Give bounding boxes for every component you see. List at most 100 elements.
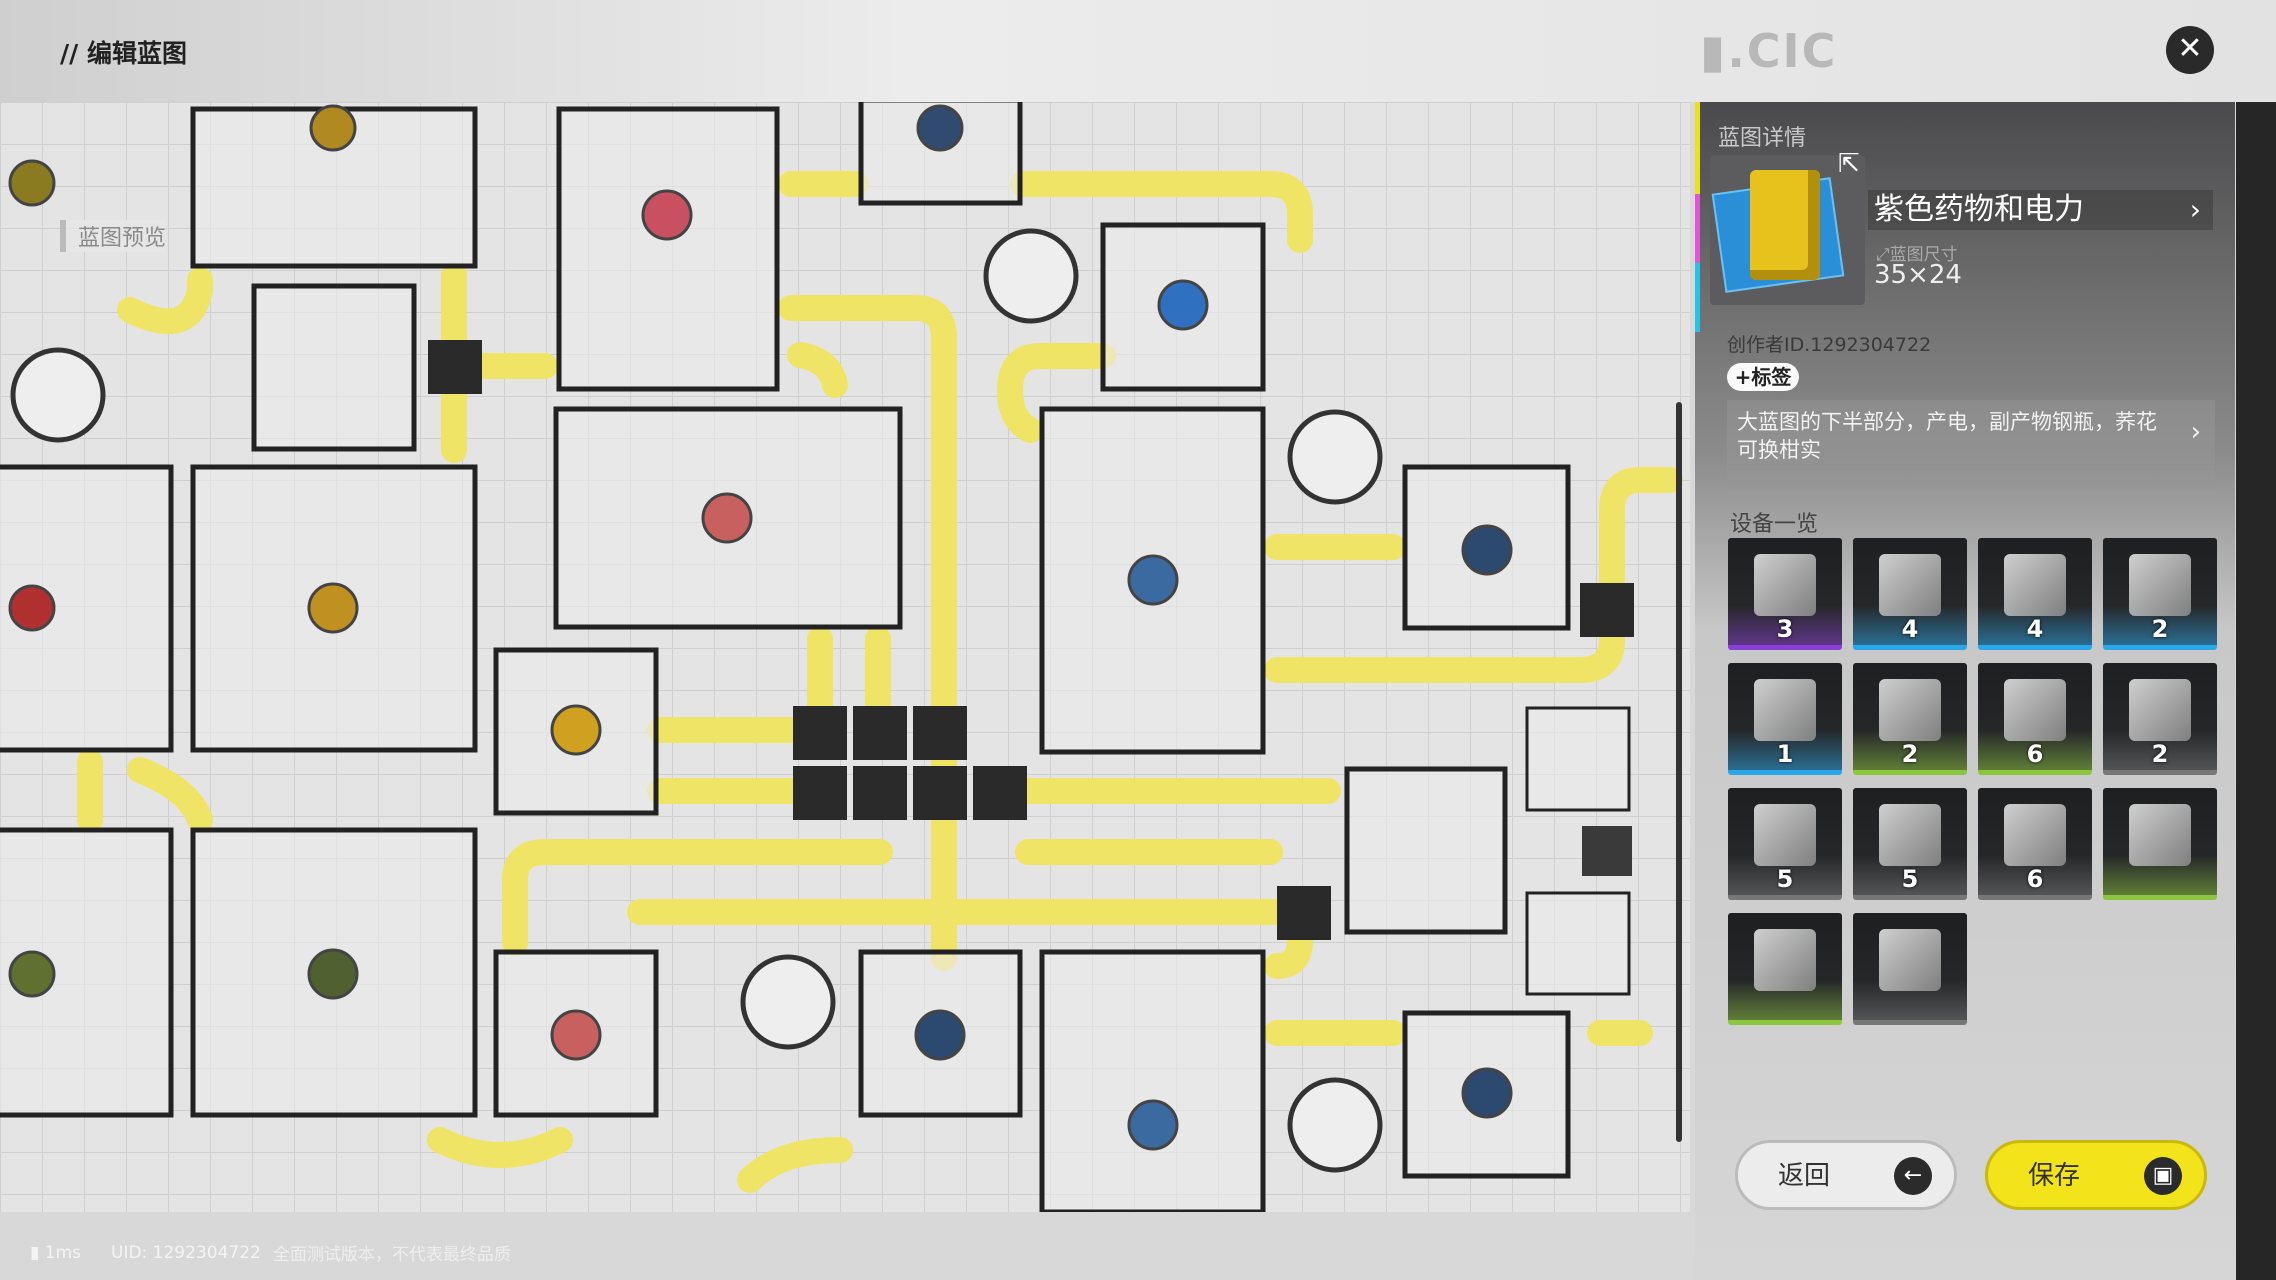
conveyor — [737, 1137, 853, 1193]
item-icon — [641, 189, 693, 241]
item-icon — [916, 104, 964, 152]
conveyor — [427, 1127, 573, 1168]
device-tile[interactable]: 2 — [2103, 538, 2217, 650]
device-tile[interactable]: 2 — [2103, 663, 2217, 775]
chevron-right-icon: › — [2190, 417, 2201, 447]
back-button[interactable]: 返回← — [1735, 1140, 1957, 1210]
device-count: 6 — [2026, 865, 2044, 893]
build-note: 全面测试版本，不代表最终品质 — [272, 1245, 511, 1265]
device-tile[interactable]: 4 — [1853, 538, 1967, 650]
machines — [0, 102, 1631, 1212]
splitter — [793, 706, 847, 760]
splitter — [853, 766, 907, 820]
planter-icon — [2004, 554, 2066, 616]
splitter — [1277, 886, 1331, 940]
item-icon — [8, 950, 56, 998]
machine — [1525, 891, 1631, 996]
blueprint-thumbnail[interactable]: ⇱ — [1710, 149, 1865, 305]
resize-icon: ⤢ — [1876, 245, 1890, 265]
device-tile[interactable]: 5 — [1853, 788, 1967, 900]
item-icon — [1127, 554, 1179, 606]
device-tile[interactable]: 3 — [1728, 538, 1842, 650]
side-strip — [2236, 102, 2276, 1280]
device-tile[interactable]: 4 — [1978, 538, 2092, 650]
splitter — [973, 766, 1027, 820]
device-tile[interactable]: 2 — [1853, 663, 1967, 775]
items — [8, 104, 1513, 1151]
arrow-left-icon: ← — [1894, 1157, 1932, 1195]
machine — [1525, 706, 1631, 812]
device-tile[interactable]: 6 — [1978, 788, 2092, 900]
blueprint-canvas — [0, 102, 1683, 1212]
machine — [1039, 949, 1266, 1212]
device-count: 2 — [1901, 740, 1919, 768]
page-title: // 编辑蓝图 — [60, 39, 187, 68]
device-count: 2 — [2151, 615, 2169, 643]
conveyor — [778, 295, 957, 971]
edit-icon[interactable]: ⇱ — [1838, 149, 1860, 179]
status-bar: ▮ 1ms UID: 1292304722 全面测试版本，不代表最终品质 — [30, 1240, 511, 1266]
power-relay-icon — [2004, 679, 2066, 741]
bridge — [1582, 826, 1632, 876]
device-tile[interactable]: 1 — [1728, 663, 1842, 775]
creator-id: 创作者ID.1292304722 — [1727, 334, 1932, 356]
device-tile[interactable]: 5 — [1728, 788, 1842, 900]
description-box[interactable]: 大蓝图的下半部分，产电，副产物钢瓶，荞花可换柑实› — [1727, 400, 2215, 490]
device-tile[interactable] — [2103, 788, 2217, 900]
vertical-scrollbar[interactable] — [1676, 402, 1682, 1142]
thermal-bank-icon — [1754, 804, 1816, 866]
item-icon — [914, 1009, 966, 1061]
device-count: 1 — [1776, 740, 1794, 768]
device-count: 5 — [1901, 865, 1919, 893]
ping: ▮ 1ms — [30, 1242, 81, 1263]
pylon-icon — [1287, 1077, 1383, 1173]
conveyor — [502, 839, 893, 956]
blueprint-preview[interactable]: 蓝图预览 — [0, 102, 1690, 1212]
filler-icon — [1754, 679, 1816, 741]
pylon-icon — [740, 954, 836, 1050]
device-count: 2 — [2151, 740, 2169, 768]
item-icon — [1157, 279, 1209, 331]
device-tile[interactable] — [1853, 913, 1967, 1025]
heater-icon — [1879, 804, 1941, 866]
item-icon — [1127, 1099, 1179, 1151]
crusher-icon — [1879, 554, 1941, 616]
splitter — [793, 766, 847, 820]
machine — [556, 106, 780, 392]
logo: ▮.CIC — [1700, 24, 1838, 78]
depot-box-icon — [1754, 929, 1816, 991]
splitter — [913, 766, 967, 820]
conveyor — [787, 342, 848, 398]
seed-extractor-icon — [2129, 554, 2191, 616]
conveyor — [997, 343, 1116, 443]
splitter — [853, 706, 907, 760]
conveyor — [1264, 927, 1313, 979]
devices-heading: 设备一览 — [1730, 512, 1819, 537]
device-count: 5 — [1776, 865, 1794, 893]
item-icon — [307, 582, 359, 634]
splitter — [913, 706, 967, 760]
size-value: 35×24 — [1874, 260, 1962, 290]
device-tile[interactable]: 6 — [1978, 663, 2092, 775]
floppy-disk-icon: ▣ — [2144, 1157, 2182, 1195]
pylon-icon — [10, 347, 106, 443]
pylon-icon — [983, 228, 1079, 324]
save-button[interactable]: 保存▣ — [1985, 1140, 2207, 1210]
preview-label: 蓝图预览 — [60, 220, 167, 252]
power-pylon-icon — [2004, 804, 2066, 866]
conveyor — [117, 267, 213, 335]
add-tag-button[interactable]: +标签 — [1727, 363, 1799, 391]
item-icon — [1461, 1067, 1513, 1119]
pylon-icon — [1287, 409, 1383, 505]
machine-art — [1750, 170, 1820, 280]
device-tile[interactable] — [1728, 913, 1842, 1025]
splitter — [428, 340, 482, 394]
device-count: 3 — [1776, 615, 1794, 643]
accent-bar — [1695, 102, 1700, 332]
close-button[interactable]: ✕ — [2166, 26, 2214, 74]
device-count: 6 — [2026, 740, 2044, 768]
conveyor — [1010, 171, 1313, 253]
conveyor — [127, 757, 213, 833]
splitter — [1580, 583, 1634, 637]
blueprint-name[interactable]: 紫色药物和电力› — [1868, 190, 2213, 230]
